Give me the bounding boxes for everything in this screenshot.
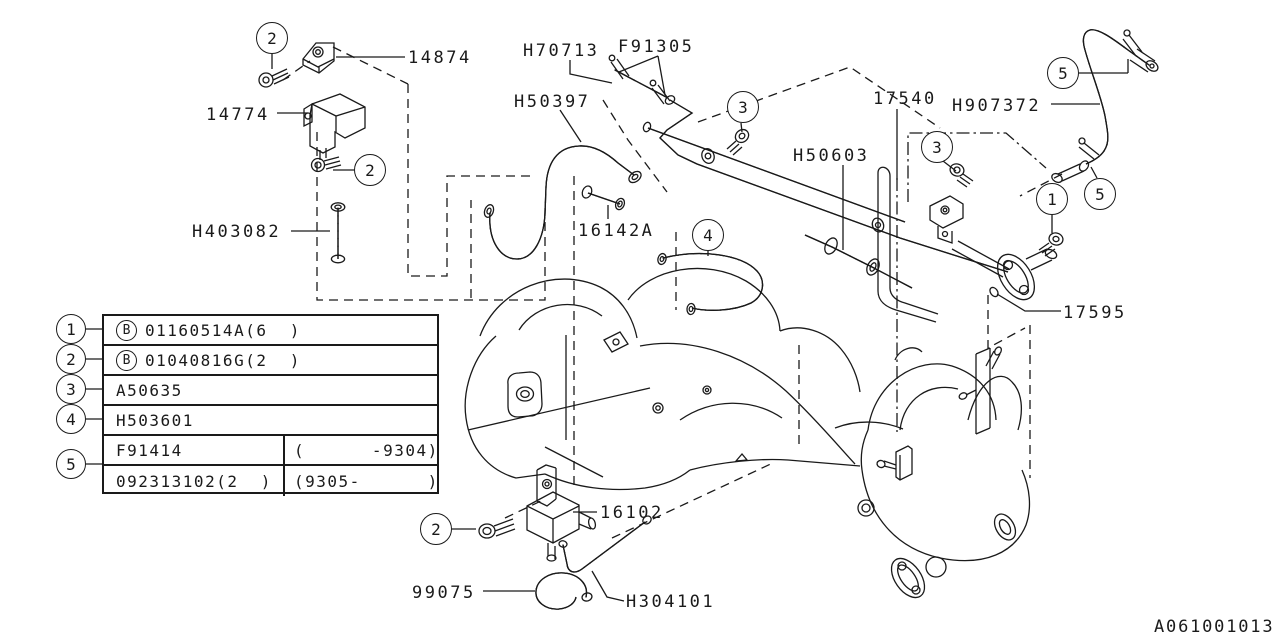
legend-part-code: 01040816G(2 ) (145, 350, 301, 370)
label-leader-lines (86, 54, 1129, 602)
label-h70713: H70713 (523, 41, 600, 61)
hose-99075-drawing (535, 572, 593, 610)
legend-row: B 01160514A(6 ) (104, 316, 437, 346)
callout-2-sensor-bolt: 2 (354, 154, 386, 186)
label-17540: 17540 (873, 89, 937, 109)
legend-date-range: ( -9304) (283, 436, 439, 464)
label-h50603: H50603 (793, 146, 870, 166)
valve-16102-drawing (526, 464, 597, 562)
label-h907372: H907372 (952, 96, 1042, 116)
callout-5-clamp-upper: 5 (1047, 57, 1079, 89)
bolt-icon (726, 128, 750, 156)
label-14874: 14874 (408, 48, 472, 68)
bracket-14874-drawing (302, 42, 335, 74)
hose-h503601-drawing (657, 252, 764, 316)
hose-h50397-drawing (483, 145, 642, 260)
label-h304101: H304101 (626, 592, 716, 612)
bolt-icon (310, 156, 342, 173)
legend-callout-5: 5 (56, 449, 86, 479)
label-99075: 99075 (412, 583, 476, 603)
callout-3-pipe-bolt-left: 3 (727, 91, 759, 123)
label-16102: 16102 (600, 503, 664, 523)
bolt-icon (1038, 232, 1064, 257)
sensor-14774-drawing (303, 93, 366, 160)
hose-h403082-drawing (330, 202, 346, 264)
callout-4-hose: 4 (692, 219, 724, 251)
flange-17595-drawing (989, 248, 1058, 301)
legend-part-code: F91414 (116, 440, 183, 460)
legend-part-code: A50635 (116, 380, 183, 400)
hose-h70713-f91305-drawing (608, 54, 676, 105)
damper-h50603-drawing (824, 237, 880, 276)
legend-table: B 01160514A(6 ) B 01040816G(2 ) A50635 H… (102, 314, 439, 496)
callout-5-clamp-lower: 5 (1084, 178, 1116, 210)
callout-3-pipe-bolt-right: 3 (921, 131, 953, 163)
label-14774: 14774 (206, 105, 270, 125)
legend-part-code: 092313102(2 ) (116, 471, 272, 491)
label-h50397: H50397 (514, 92, 591, 112)
hose-h907372-drawing (1051, 29, 1159, 184)
label-17595: 17595 (1063, 303, 1127, 323)
diagram-id: A061001013 (1154, 617, 1275, 637)
legend-row: 092313102(2 ) (9305- ) (104, 466, 437, 496)
pipe-16142a-drawing (581, 185, 626, 211)
callout-2-bracket-bolt: 2 (256, 22, 288, 54)
legend-callout-4: 4 (56, 404, 86, 434)
bolt-icon (949, 163, 974, 188)
dash-dot-centerlines (896, 132, 1047, 432)
circled-b-icon: B (116, 349, 137, 371)
legend-part-code: H503601 (116, 410, 194, 430)
legend-date-range: (9305- ) (283, 466, 439, 496)
legend-row: H503601 (104, 406, 437, 436)
hose-h304101-drawing (558, 515, 652, 573)
intake-manifold-drawing (464, 267, 1031, 599)
legend-part-code: 01160514A(6 ) (145, 320, 301, 340)
legend-callout-2: 2 (56, 344, 86, 374)
label-16142a: 16142A (578, 221, 655, 241)
bolt-icon (478, 518, 516, 539)
fuel-pipe-assembly-17540 (642, 99, 1010, 323)
bolt-icon (258, 68, 290, 88)
legend-row: F91414 ( -9304) (104, 436, 437, 466)
label-h403082: H403082 (192, 222, 282, 242)
callout-1-bolt: 1 (1036, 183, 1068, 215)
label-f91305: F91305 (618, 37, 695, 57)
legend-callout-3: 3 (56, 374, 86, 404)
legend-row: B 01040816G(2 ) (104, 346, 437, 376)
legend-callout-1: 1 (56, 314, 86, 344)
circled-b-icon: B (116, 319, 137, 341)
legend-row: A50635 (104, 376, 437, 406)
callout-2-valve-bolt: 2 (420, 513, 452, 545)
